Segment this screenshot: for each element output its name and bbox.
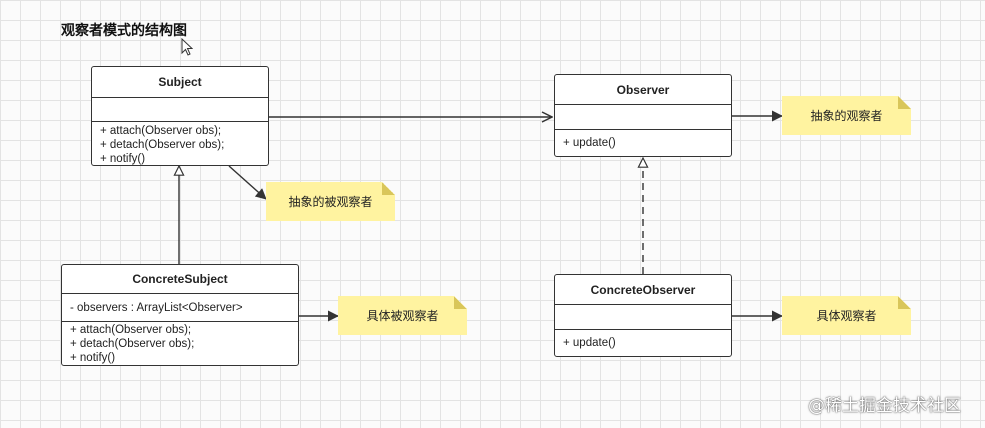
note-text: 抽象的被观察者 bbox=[288, 195, 373, 209]
note-concrete-observer[interactable]: 具体观察者 bbox=[782, 296, 911, 335]
method-row: + detach(Observer obs); bbox=[70, 338, 195, 350]
note-link-abstract-subject bbox=[228, 165, 267, 200]
method-row: + notify() bbox=[100, 153, 146, 165]
note-abstract-observer[interactable]: 抽象的观察者 bbox=[782, 96, 911, 135]
class-subject-attributes bbox=[92, 98, 268, 122]
class-subject-methods: + attach(Observer obs); + detach(Observe… bbox=[92, 122, 268, 166]
attribute-row: - observers : ArrayList<Observer> bbox=[70, 301, 243, 314]
class-concrete-observer[interactable]: ConcreteObserver + update() bbox=[554, 274, 732, 357]
method-row: + attach(Observer obs); bbox=[100, 125, 222, 137]
class-concrete-observer-methods: + update() bbox=[555, 330, 731, 350]
class-concrete-subject-methods: + attach(Observer obs); + detach(Observe… bbox=[62, 322, 298, 365]
note-text: 具体被观察者 bbox=[366, 309, 439, 323]
class-observer-methods: + update() bbox=[555, 130, 731, 150]
mouse-pointer-icon bbox=[181, 38, 193, 56]
note-text: 抽象的观察者 bbox=[810, 109, 883, 123]
method-row: + update() bbox=[563, 337, 616, 349]
class-subject-name: Subject bbox=[92, 67, 268, 98]
method-row: + update() bbox=[563, 137, 616, 149]
class-concrete-observer-attributes bbox=[555, 305, 731, 330]
class-concrete-subject-attributes: - observers : ArrayList<Observer> bbox=[62, 294, 298, 322]
class-observer-name: Observer bbox=[555, 75, 731, 105]
diagram-title: 观察者模式的结构图 bbox=[61, 23, 187, 39]
watermark: @稀土掘金技术社区 bbox=[808, 396, 961, 416]
method-row: + attach(Observer obs); bbox=[70, 324, 192, 336]
class-subject[interactable]: Subject + attach(Observer obs); + detach… bbox=[91, 66, 269, 166]
note-abstract-subject[interactable]: 抽象的被观察者 bbox=[266, 182, 395, 221]
class-observer[interactable]: Observer + update() bbox=[554, 74, 732, 157]
method-row: + notify() bbox=[70, 352, 116, 364]
class-concrete-observer-name: ConcreteObserver bbox=[555, 275, 731, 305]
method-row: + detach(Observer obs); bbox=[100, 139, 225, 151]
class-concrete-subject-name: ConcreteSubject bbox=[62, 265, 298, 294]
note-concrete-subject[interactable]: 具体被观察者 bbox=[338, 296, 467, 335]
class-concrete-subject[interactable]: ConcreteSubject - observers : ArrayList<… bbox=[61, 264, 299, 366]
class-observer-attributes bbox=[555, 105, 731, 130]
note-text: 具体观察者 bbox=[816, 309, 877, 323]
